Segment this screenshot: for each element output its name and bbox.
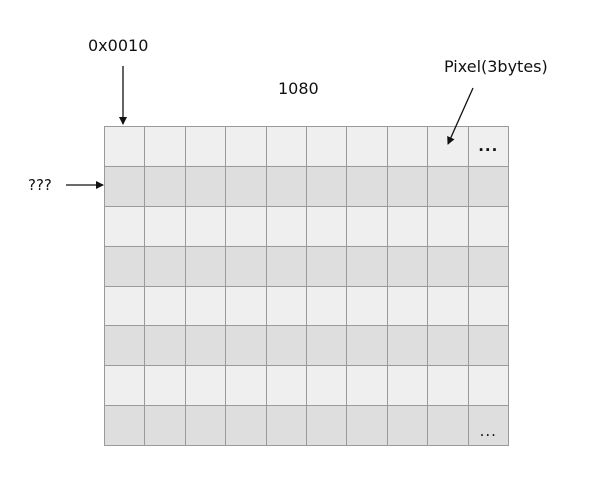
row-unknown-label: ??? — [28, 176, 52, 194]
pixel-cell — [105, 326, 146, 367]
pixel-cell — [226, 286, 267, 327]
pixel-cell — [145, 286, 186, 327]
pixel-cell — [307, 206, 348, 247]
pixel-cell — [185, 326, 227, 367]
pixel-cell — [145, 166, 186, 207]
pixel-cell — [185, 127, 227, 167]
pixel-cell — [266, 127, 307, 167]
pixel-cell — [347, 206, 388, 247]
width-label: 1080 — [278, 79, 319, 98]
pixel-cell — [307, 166, 348, 207]
pixel-cell — [145, 326, 186, 367]
ellipsis-bottom: ... — [479, 422, 497, 441]
pixel-cell — [226, 246, 267, 287]
pixel-cell — [347, 366, 388, 407]
pixel-cell — [145, 366, 186, 407]
pixel-cell — [428, 206, 469, 247]
pixel-cell — [468, 326, 509, 367]
pixel-cell — [185, 166, 227, 207]
pixel-cell — [387, 286, 429, 327]
pixel-cell — [387, 326, 429, 367]
pixel-cell — [226, 366, 267, 407]
pixel-cell — [468, 246, 509, 287]
pixel-cell — [307, 406, 348, 446]
pixel-cell — [266, 406, 307, 446]
pixel-cell — [105, 206, 146, 247]
pixel-cell — [266, 366, 307, 407]
pixel-cell — [387, 246, 429, 287]
pixel-cell — [387, 366, 429, 407]
pixel-size-label: Pixel(3bytes) — [444, 57, 548, 76]
pixel-cell — [145, 246, 186, 287]
start-address-label: 0x0010 — [88, 36, 149, 55]
pixel-cell — [347, 246, 388, 287]
pixel-cell — [105, 366, 146, 407]
pixel-cell — [387, 127, 429, 167]
pixel-cell — [145, 127, 186, 167]
pixel-cell — [307, 326, 348, 367]
pixel-cell — [226, 326, 267, 367]
pixel-cell — [387, 406, 429, 446]
pixel-cell — [387, 166, 429, 207]
pixel-cell — [428, 127, 469, 167]
pixel-cell — [226, 206, 267, 247]
pixel-cell — [185, 366, 227, 407]
pixel-cell — [347, 406, 388, 446]
pixel-cell — [468, 206, 509, 247]
pixel-cell — [266, 326, 307, 367]
pixel-cell — [226, 127, 267, 167]
pixel-cell — [428, 406, 469, 446]
pixel-cell — [105, 246, 146, 287]
pixel-cell — [307, 286, 348, 327]
pixel-cell — [105, 406, 146, 446]
pixel-cell — [266, 166, 307, 207]
ellipsis-top: ... — [478, 136, 499, 155]
pixel-cell — [105, 127, 146, 167]
pixel-cell — [428, 286, 469, 327]
pixel-cell — [105, 166, 146, 207]
pixel-cell — [145, 406, 186, 446]
pixel-cell — [387, 206, 429, 247]
pixel-cell — [226, 406, 267, 446]
pixel-cell — [145, 206, 186, 247]
pixel-cell — [428, 326, 469, 367]
pixel-cell — [307, 366, 348, 407]
pixel-cell — [185, 286, 227, 327]
pixel-cell — [185, 246, 227, 287]
pixel-cell — [347, 286, 388, 327]
pixel-cell — [468, 366, 509, 407]
pixel-cell — [347, 166, 388, 207]
pixel-cell — [347, 326, 388, 367]
pixel-cell: ... — [468, 127, 509, 167]
pixel-cell — [468, 286, 509, 327]
pixel-grid: ...... — [104, 126, 509, 446]
pixel-cell — [428, 246, 469, 287]
pixel-cell — [347, 127, 388, 167]
pixel-cell — [428, 366, 469, 407]
pixel-cell — [226, 166, 267, 207]
pixel-cell — [266, 246, 307, 287]
pixel-cell — [307, 127, 348, 167]
pixel-cell — [185, 206, 227, 247]
pixel-cell — [185, 406, 227, 446]
pixel-cell — [266, 286, 307, 327]
pixel-cell — [105, 286, 146, 327]
pixel-cell — [307, 246, 348, 287]
pixel-cell — [468, 166, 509, 207]
pixel-cell — [266, 206, 307, 247]
pixel-cell — [428, 166, 469, 207]
pixel-cell: ... — [468, 406, 509, 446]
